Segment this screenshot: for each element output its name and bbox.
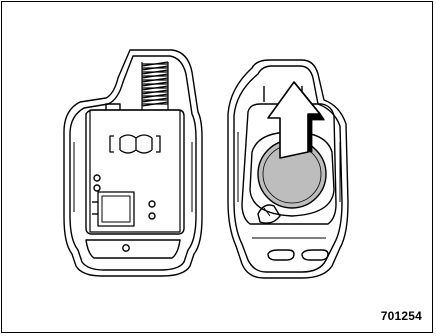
left-case-half [64, 50, 202, 276]
screw-hole [149, 201, 155, 207]
key-ring-hole [123, 245, 129, 251]
key-remote-battery-illustration [2, 2, 434, 334]
screw-hole [94, 185, 100, 191]
screw-hole [94, 175, 100, 181]
spring-coil [142, 62, 168, 110]
figure-frame: 701254 [1, 1, 433, 333]
chip-component [98, 192, 134, 226]
contact-pads [110, 135, 160, 153]
button-slot [268, 250, 294, 260]
screw-hole [149, 213, 155, 219]
button-slot [302, 250, 328, 260]
figure-id-label: 701254 [381, 309, 422, 323]
